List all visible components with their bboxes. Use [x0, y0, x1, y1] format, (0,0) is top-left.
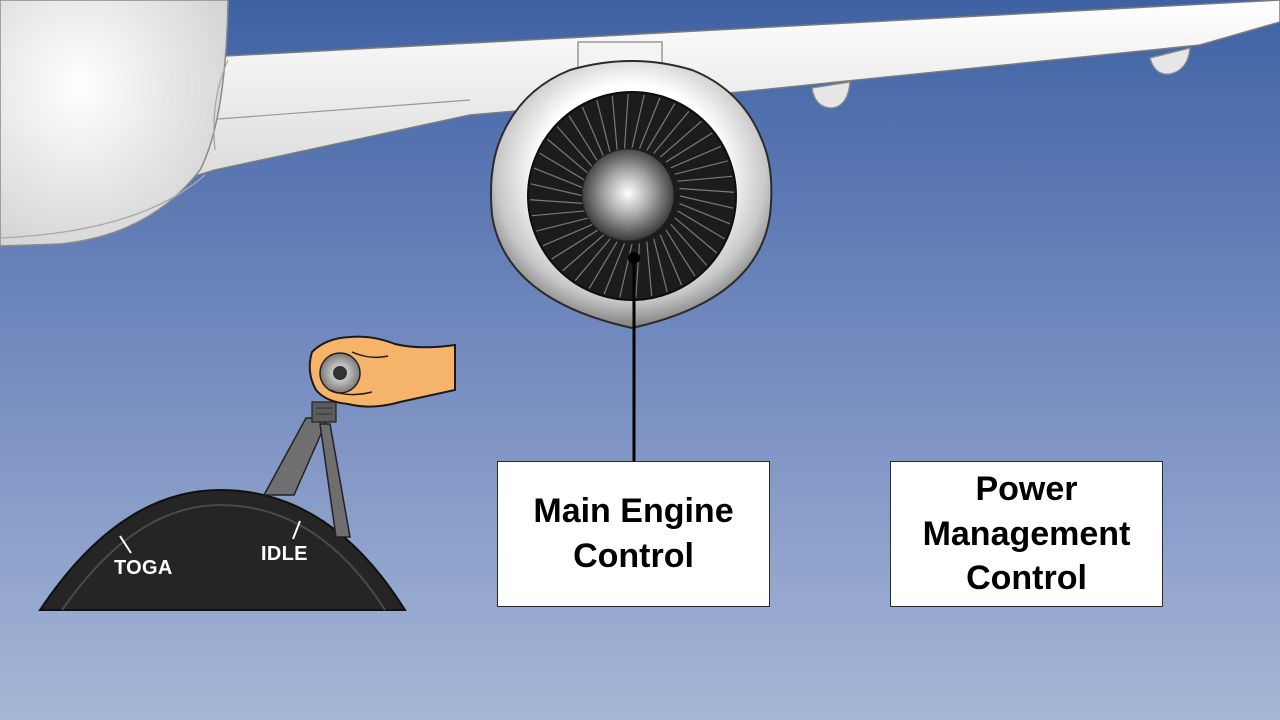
fan-blade	[674, 217, 718, 254]
fan-blade	[665, 229, 696, 277]
fan-blade	[539, 152, 587, 182]
fan-blade	[679, 187, 734, 193]
fan-blade	[638, 97, 661, 149]
flap-track-fairing	[811, 81, 851, 109]
fan-blade	[679, 202, 731, 225]
fan-blade	[674, 160, 728, 175]
idle-tick	[292, 520, 301, 540]
engine-nacelle	[490, 60, 773, 461]
fan-blade	[596, 100, 611, 154]
fan-blade	[536, 217, 590, 232]
pilot-hand	[308, 335, 456, 408]
fan-blade	[568, 115, 599, 163]
fan-blade	[646, 103, 676, 151]
fan-blade	[611, 95, 618, 151]
fan-blade	[677, 175, 733, 182]
pmc-line-1: Power	[975, 469, 1078, 508]
fan-blade	[631, 94, 645, 149]
mec-line-2: Control	[573, 537, 694, 575]
spinner	[581, 148, 675, 242]
fan-blade	[623, 94, 629, 149]
fan-blade	[562, 234, 605, 272]
pmc-line-2: Management	[922, 514, 1131, 553]
power-management-control-box: Power Management Control	[890, 461, 1163, 607]
fan-blade	[659, 120, 702, 158]
fan-blade	[581, 106, 605, 158]
fan-blade	[574, 238, 611, 282]
fan-blade	[603, 243, 626, 295]
idle-label: IDLE	[261, 543, 308, 565]
fan-blade	[542, 223, 594, 247]
fan-blade	[646, 241, 653, 297]
thrust-lever[interactable]	[262, 401, 351, 538]
main-engine-control-box: Main Engine Control	[497, 461, 770, 607]
fan-blade	[533, 167, 585, 190]
fan-blade	[670, 223, 708, 266]
fan-blade	[665, 132, 713, 163]
fan-blade	[619, 243, 633, 298]
fan-blade	[635, 243, 641, 298]
fan-blade	[653, 110, 690, 154]
fan-blade	[653, 238, 668, 292]
fan-blade	[670, 145, 722, 169]
fan-blade	[556, 126, 594, 169]
fan-blade	[659, 234, 683, 286]
flap-track-fairing	[1149, 47, 1191, 75]
toga-label: TOGA	[114, 557, 173, 579]
fan-blade	[679, 195, 734, 209]
fan-blade	[530, 199, 585, 205]
thrust-lever-quadrant	[38, 488, 407, 611]
fan-blade	[530, 183, 585, 197]
fan-blade	[531, 210, 587, 217]
fuselage	[0, 0, 229, 247]
lever-collar	[311, 401, 337, 423]
toga-tick	[119, 535, 132, 554]
fan-blade	[588, 241, 618, 289]
mec-line-1: Main Engine	[533, 492, 734, 531]
fan-blade	[551, 229, 599, 260]
fan-blade	[546, 138, 590, 175]
pmc-line-3: Control	[966, 559, 1087, 598]
fan-blade	[677, 210, 725, 240]
fan-blades	[530, 94, 734, 298]
